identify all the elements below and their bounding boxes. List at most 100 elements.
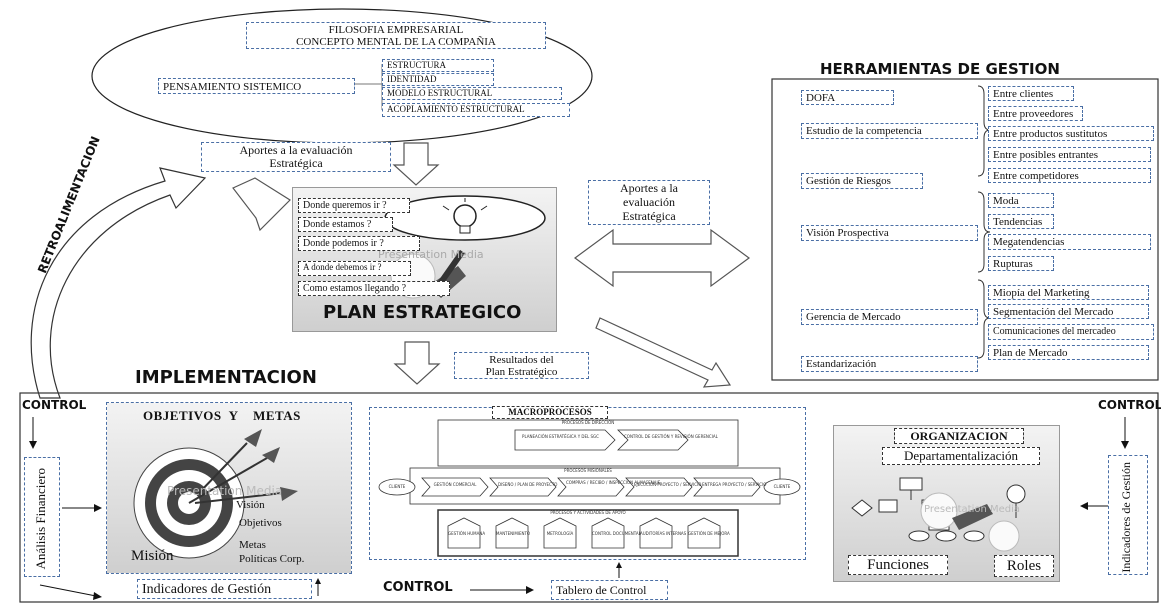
macro-direction-item-2: CONTROL DE GESTIÓN Y REVISIÓN GERENCIAL <box>624 434 718 439</box>
down-arrow-1 <box>392 142 440 186</box>
plan-question-3: Donde podemos ir ? <box>298 236 420 251</box>
macro-support-5: AUDITORÍAS INTERNAS <box>640 531 687 536</box>
philosophy-item-structural-coupling: ACOPLAMIENTO ESTRUCTURAL <box>382 103 570 117</box>
macro-support-3: METROLOGÍA <box>546 531 574 536</box>
objectives-objectives: Objetivos <box>239 517 282 529</box>
down-arrow-2 <box>393 341 441 385</box>
indicators-bottom-box: Indicadores de Gestión <box>137 579 312 599</box>
macro-client-in: CLIENTE <box>388 484 406 489</box>
philosophy-title: FILOSOFIA EMPRESARIAL CONCEPTO MENTAL DE… <box>246 22 546 49</box>
objectives-goals: Metas <box>239 539 266 551</box>
tools-title: HERRAMIENTAS DE GESTION <box>820 60 1060 78</box>
target-icon <box>133 429 298 559</box>
tools-sub-substitutes: Entre productos sustitutos <box>988 126 1154 141</box>
financial-analysis-box: Análisis Financiero <box>24 457 60 577</box>
macro-process-map <box>378 419 801 557</box>
implementation-frame <box>19 392 1159 603</box>
macro-client-out: CLIENTE <box>773 484 791 489</box>
contributions-right-box: Aportes a la evaluación Estratégica <box>588 180 710 225</box>
macro-mission-title: PROCESOS MISIONALES <box>564 468 612 473</box>
organization-title: ORGANIZACION <box>894 428 1024 444</box>
philosophy-item-identity: IDENTIDAD <box>382 73 494 86</box>
control-left-label: CONTROL <box>22 398 87 412</box>
org-chart-icon <box>851 477 1026 552</box>
macro-direction-title: PROCESOS DE DIRECCIÓN <box>561 420 615 425</box>
philosophy-title-line2: CONCEPTO MENTAL DE LA COMPAÑIA <box>296 36 496 49</box>
macro-support-1: GESTIÓN HUMANA <box>448 531 486 536</box>
control-right-label: CONTROL <box>1098 398 1161 412</box>
objectives-title: OBJETIVOS Y METAS <box>143 408 301 423</box>
philosophy-title-line1: FILOSOFIA EMPRESARIAL <box>328 24 464 36</box>
plan-question-1: Donde queremos ir ? <box>298 198 410 213</box>
systemic-thinking-box: PENSAMIENTO SISTEMICO <box>158 78 355 94</box>
macro-title: MACROPROCESOS <box>492 406 608 419</box>
contributions-left-line1: Aportes a la evaluación <box>239 143 353 157</box>
macro-mission-5: ENTREGA PROYECTO / SERVICIO <box>702 482 767 487</box>
objectives-panel: OBJETIVOS Y METAS Presentation Media Vis… <box>106 402 352 574</box>
tools-sub-clients: Entre clientes <box>988 86 1074 101</box>
macro-direction-item-1: PLANEACIÓN ESTRATÉGICA Y DEL SGC <box>522 434 599 439</box>
tools-sub-competitors: Entre competidores <box>988 168 1151 183</box>
macro-panel: MACROPROCESOS PROCESOS DE DIRECCIÓN PLAN… <box>369 406 806 560</box>
organization-panel: Presentation Media ORGANIZACION Departam… <box>833 425 1060 582</box>
dashboard-box: Tablero de Control <box>551 580 668 600</box>
tools-sub-fashion: Moda <box>988 193 1054 208</box>
tools-group-standardization: Estandarización <box>801 356 978 372</box>
tools-sub-entrants: Entre posibles entrantes <box>988 147 1151 162</box>
tools-group-market: Gerencia de Mercado <box>801 309 978 325</box>
organization-watermark: Presentation Media <box>924 504 1021 515</box>
results-line1: Resultados del <box>489 354 554 366</box>
tools-sub-ruptures: Rupturas <box>988 256 1054 271</box>
tools-group-prospective: Visión Prospectiva <box>801 225 978 241</box>
tools-group-dofa: DOFA <box>801 90 894 105</box>
implementation-title: IMPLEMENTACION <box>135 367 317 388</box>
organization-functions: Funciones <box>848 555 948 575</box>
tools-frame <box>771 78 1159 381</box>
philosophy-item-structural-model: MODELO ESTRUCTURAL <box>382 87 562 100</box>
plan-question-4: A donde debemos ir ? <box>298 261 411 276</box>
macro-support-4: CONTROL DOCUMENTAL <box>592 531 641 536</box>
objectives-vision: Visión <box>236 499 265 511</box>
macro-mission-1: GESTIÓN COMERCIAL <box>433 482 477 487</box>
tools-sub-communications: Comunicaciones del mercadeo <box>988 324 1154 340</box>
plan-question-5: Como estamos llegando ? <box>298 281 450 296</box>
results-line2: Plan Estratégico <box>485 366 558 379</box>
philosophy-item-structure: ESTRUCTURA <box>382 59 494 72</box>
contributions-left-box: Aportes a la evaluación Estratégica <box>201 142 391 172</box>
objectives-mission: Misión <box>131 548 174 564</box>
double-arrow <box>573 228 751 288</box>
plan-title: PLAN ESTRATEGICO <box>323 302 522 323</box>
contributions-left-line2: Estratégica <box>269 156 323 171</box>
tools-group-risk: Gestión de Riesgos <box>801 173 923 189</box>
macro-mission-4: EJECUCIÓN PROYECTO / SERVICIO <box>634 482 702 487</box>
plan-question-2: Donde estamos ? <box>298 217 393 232</box>
diagonal-arrow <box>595 317 732 388</box>
contributions-right-line2: evaluación <box>623 194 675 209</box>
contributions-right-line1: Aportes a la <box>620 181 678 195</box>
macro-support-2: MANTENIMIENTO <box>496 531 531 536</box>
macro-support-6: GESTIÓN DE MEJORA <box>688 531 730 536</box>
indicators-right-box: Indicadores de Gestión <box>1108 455 1148 575</box>
objectives-policies: Políticas Corp. <box>239 553 305 565</box>
tools-group-competition: Estudio de la competencia <box>801 123 978 139</box>
organization-dept: Departamentalización <box>882 447 1040 465</box>
results-box: Resultados del Plan Estratégico <box>454 352 589 379</box>
tools-sub-segmentation: Segmentación del Mercado <box>988 304 1149 319</box>
financial-analysis-label: Análisis Financiero <box>33 468 48 570</box>
macro-mission-2: DISEÑO / PLAN DE PROYECTO <box>498 482 558 487</box>
right-arrow-plan <box>232 177 291 232</box>
strategic-plan-panel: Presentation Media Donde queremos ir ? D… <box>292 187 557 332</box>
macro-support-title: PROCESOS Y ACTIVIDADES DE APOYO <box>550 510 626 515</box>
indicators-right-label: Indicadores de Gestión <box>1119 462 1133 573</box>
objectives-watermark: Presentation Media <box>167 484 283 498</box>
tools-sub-megatrends: Megatendencias <box>988 234 1151 250</box>
plan-watermark: Presentation Media <box>378 248 484 261</box>
tools-sub-trends: Tendencias <box>988 214 1054 229</box>
tools-sub-market-plan: Plan de Mercado <box>988 345 1149 360</box>
tools-sub-myopia: Miopía del Marketing <box>988 285 1149 300</box>
macro-mission-3: COMPRAS / RECIBO / INSPECCIÓN ALMACENAJE <box>566 480 661 485</box>
contributions-right-line3: Estratégica <box>622 208 676 223</box>
feedback-arrow <box>30 167 207 399</box>
organization-roles: Roles <box>994 555 1054 577</box>
tools-sub-suppliers: Entre proveedores <box>988 106 1083 121</box>
